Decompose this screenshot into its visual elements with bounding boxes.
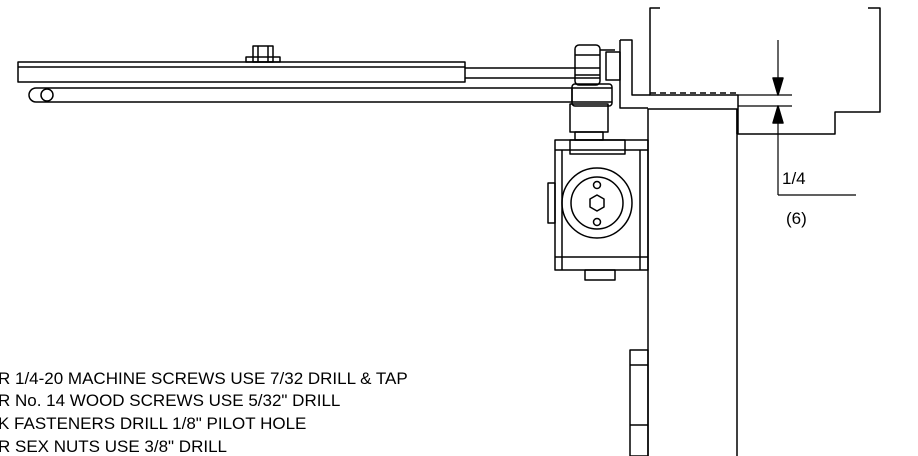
forearm — [28, 83, 613, 107]
adjustment-valve — [561, 167, 633, 239]
note-line-4: R SEX NUTS USE 3/8" DRILL — [0, 437, 227, 456]
pinion-shaft — [569, 103, 609, 141]
dimension-lines — [738, 40, 856, 196]
note-line-3: K FASTENERS DRILL 1/8" PILOT HOLE — [0, 414, 306, 433]
dimension-metric: (6) — [786, 209, 807, 228]
dimension-value: 1/4 — [782, 169, 806, 188]
note-line-1: R 1/4-20 MACHINE SCREWS USE 7/32 DRILL &… — [0, 369, 408, 388]
arm-bracket — [600, 39, 650, 109]
door-frame-header — [649, 7, 881, 135]
arm-bolt — [245, 45, 281, 63]
door-slab — [647, 108, 738, 456]
hinge — [629, 349, 649, 456]
main-arm — [17, 44, 601, 86]
note-line-2: R No. 14 WOOD SCREWS USE 5/32" DRILL — [0, 391, 340, 410]
